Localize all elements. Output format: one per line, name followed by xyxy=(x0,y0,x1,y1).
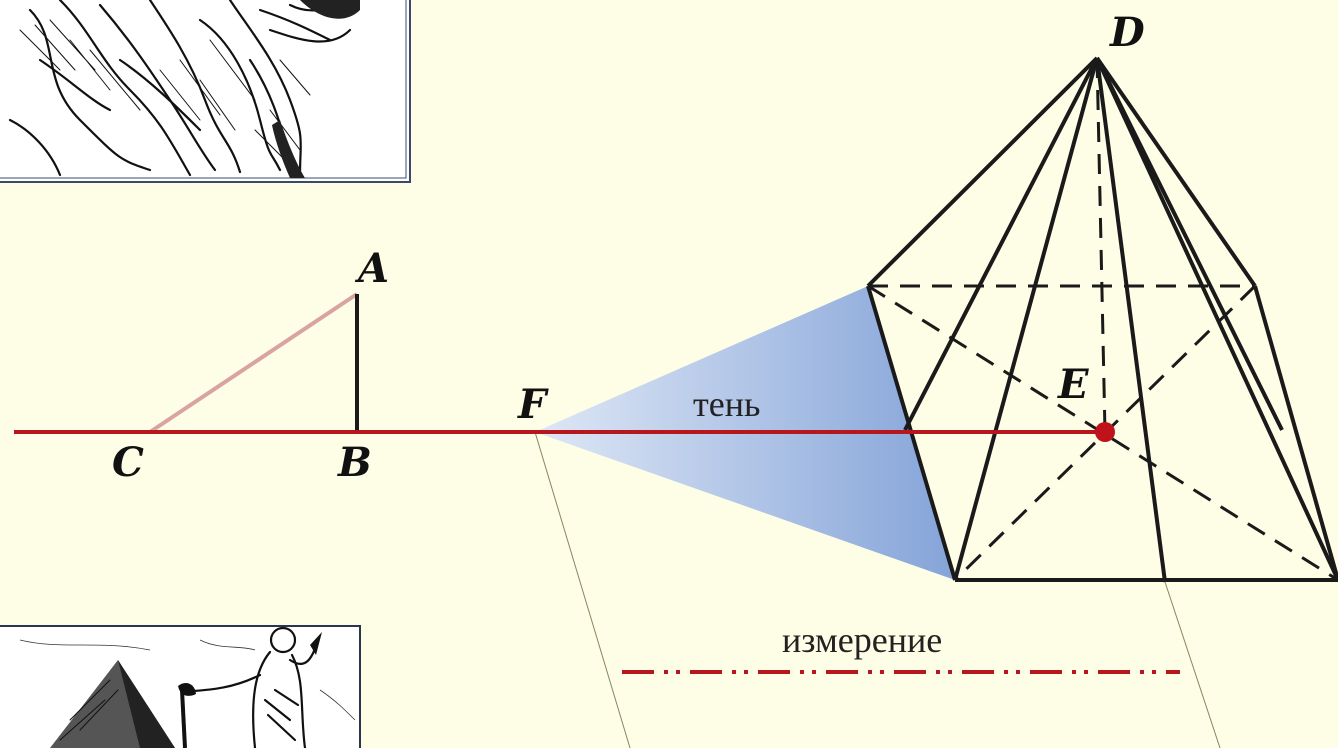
construction-line-left xyxy=(534,431,631,748)
label-point-e: E xyxy=(1057,361,1089,408)
philosopher-measuring-pyramid-engraving xyxy=(0,625,361,748)
engraving-portrait xyxy=(0,0,411,183)
pyramid-edges xyxy=(866,56,1338,583)
label-point-f: F xyxy=(517,381,549,428)
measurement-label: измерение xyxy=(782,620,942,660)
label-point-a: A xyxy=(354,245,389,292)
label-point-c: C xyxy=(112,439,144,486)
hypotenuse-ca xyxy=(148,292,359,434)
label-point-d: D xyxy=(1109,9,1145,56)
label-point-b: B xyxy=(337,439,372,486)
construction-line-right xyxy=(1164,581,1221,748)
shadow-label: тень xyxy=(693,384,760,424)
point-e-marker xyxy=(1095,422,1115,442)
pyramid-hidden-edges xyxy=(867,57,1338,582)
